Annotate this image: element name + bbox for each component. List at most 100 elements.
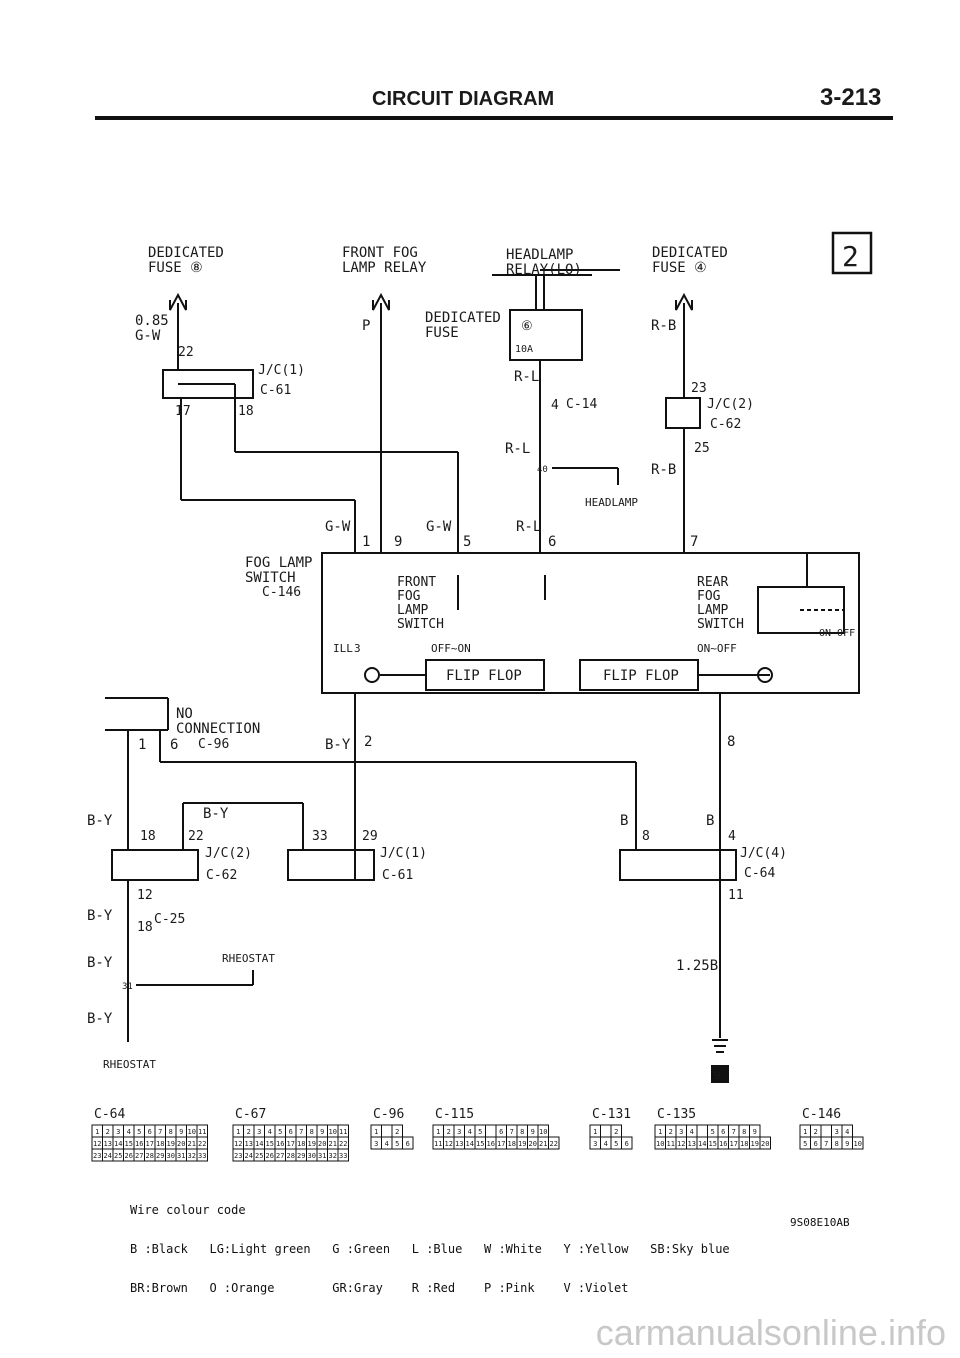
connector-pin-number: 19 — [167, 1140, 175, 1148]
label-c25: C-25 — [154, 912, 185, 927]
label-pin-4b: 4 — [728, 829, 736, 844]
label-pin-18-top: 18 — [238, 404, 254, 419]
connector-pin-number: 13 — [104, 1140, 112, 1148]
connector-pin-number: 5 — [137, 1128, 141, 1136]
label-ill-num: 3 — [354, 642, 361, 655]
connector-pin-number: 6 — [721, 1128, 725, 1136]
label-dedicated-fuse-4-line-2: FUSE ④ — [652, 260, 707, 276]
connector-pin-number: 30 — [308, 1152, 316, 1160]
label-flip-flop-2: FLIP FLOP — [603, 668, 679, 684]
connector-pin-number: 1 — [436, 1128, 440, 1136]
connector-pin-number: 9 — [179, 1128, 183, 1136]
sheet-marker: 2 — [842, 240, 859, 273]
label-off-on-left: OFF~ON — [431, 642, 471, 655]
label-front-fog-switch-line-3: LAMP — [397, 603, 428, 618]
label-pin-9: 9 — [394, 534, 402, 550]
label-wire-085gw-line-2: G-W — [135, 328, 161, 344]
label-pin-4-top: 4 — [551, 398, 559, 413]
connector-pin-number: 8 — [169, 1128, 173, 1136]
connector-pin-number: 33 — [198, 1152, 206, 1160]
connector-pin-number: 6 — [406, 1140, 410, 1148]
connector-pin-number: 24 — [104, 1152, 112, 1160]
connector-pin-number: 1 — [593, 1128, 597, 1136]
connector-pin-number: 7 — [299, 1128, 303, 1136]
legend-row-2: BR:Brown O :Orange GR:Gray R :Red P :Pin… — [130, 1281, 629, 1295]
connector-code: C-96 — [373, 1107, 404, 1122]
connector-pin-number: 28 — [287, 1152, 295, 1160]
label-rear-fog-switch-line-1: REAR — [697, 575, 728, 590]
label-rheostat-mid: RHEOSTAT — [222, 952, 275, 965]
connector-pin-number: 9 — [753, 1128, 757, 1136]
connector-pin-number: 2 — [395, 1128, 399, 1136]
connector-pin-cell — [696, 1124, 708, 1138]
connector-pin-number: 14 — [114, 1140, 122, 1148]
connector-pin-number: 31 — [177, 1152, 185, 1160]
label-pin-1b: 1 — [138, 737, 146, 753]
connector-pin-number: 4 — [127, 1128, 131, 1136]
label-no-connection-line-2: CONNECTION — [176, 721, 260, 737]
connector-pin-number: 30 — [167, 1152, 175, 1160]
connector-pin-number: 7 — [824, 1140, 828, 1148]
label-pin-8b: 8 — [642, 829, 650, 844]
label-pin-18c: 18 — [137, 920, 153, 935]
connector-pin-cell — [196, 1148, 208, 1162]
label-w-b-2: B — [706, 813, 714, 829]
label-jc2-top: J/C(2) — [707, 397, 754, 412]
connector-pin-number: 11 — [339, 1128, 347, 1136]
watermark: carmanualsonline.info — [595, 1312, 946, 1353]
connector-pin-number: 3 — [374, 1140, 378, 1148]
connector-pin-number: 29 — [297, 1152, 305, 1160]
label-w-rb-2: R-B — [651, 462, 676, 478]
connector-pin-number: 20 — [761, 1140, 769, 1148]
connector-pin-number: 28 — [146, 1152, 154, 1160]
label-pin-1: 1 — [362, 534, 370, 550]
label-pin-5: 5 — [463, 534, 471, 550]
connector-pin-number: 8 — [520, 1128, 524, 1136]
connector-pin-number: 20 — [318, 1140, 326, 1148]
connector-pin-number: 8 — [310, 1128, 314, 1136]
label-ground-9: 9 — [714, 1069, 721, 1082]
connector-pin-number: 5 — [478, 1128, 482, 1136]
connector-pin-number: 9 — [531, 1128, 535, 1136]
label-pin-33: 33 — [312, 829, 328, 844]
connector-pin-number: 16 — [276, 1140, 284, 1148]
label-c64-mid: C-64 — [744, 866, 775, 881]
page-title: CIRCUIT DIAGRAM — [372, 88, 555, 110]
connector-pin-number: 22 — [339, 1140, 347, 1148]
label-w-by-4: B-Y — [87, 955, 113, 971]
connector-pin-number: 7 — [732, 1128, 736, 1136]
connector-code: C-135 — [657, 1107, 696, 1122]
label-no-connection-line-1: NO — [176, 706, 193, 722]
connector-pin-number: 8 — [835, 1140, 839, 1148]
label-front-fog-switch-line-2: FOG — [397, 589, 421, 604]
label-front-fog-switch-line-1: FRONT — [397, 575, 436, 590]
label-c14: C-14 — [566, 397, 597, 412]
connector-pin-number: 13 — [245, 1140, 253, 1148]
label-gnd-40: 40 — [537, 465, 548, 475]
connector-pin-number: 3 — [679, 1128, 683, 1136]
label-w-by-mid: B-Y — [325, 737, 351, 753]
connector-pin-number: 10 — [656, 1140, 664, 1148]
connector-pin-number: 4 — [690, 1128, 694, 1136]
connector-pin-cell — [548, 1136, 560, 1150]
connector-pin-number: 3 — [457, 1128, 461, 1136]
connector-pin-number: 9 — [320, 1128, 324, 1136]
label-c62-top: C-62 — [710, 417, 741, 432]
label-w-by-5: B-Y — [87, 1011, 113, 1027]
connector-pin-number: 32 — [329, 1152, 337, 1160]
connector-pin-number: 23 — [234, 1152, 242, 1160]
connector-pin-number: 16 — [719, 1140, 727, 1148]
figure-code: 9S08E10AB — [790, 1216, 850, 1229]
label-pin-8: 8 — [727, 734, 735, 750]
connector-pin-cell — [337, 1148, 349, 1162]
connector-pin-number: 6 — [814, 1140, 818, 1148]
connector-pin-number: 5 — [278, 1128, 282, 1136]
connector-pin-number: 10 — [539, 1128, 547, 1136]
connector-pin-number: 19 — [518, 1140, 526, 1148]
label-dedicated-fuse-8-line-2: FUSE ⑧ — [148, 260, 203, 276]
connector-code: C-115 — [435, 1107, 474, 1122]
connector-pin-number: 18 — [740, 1140, 748, 1148]
